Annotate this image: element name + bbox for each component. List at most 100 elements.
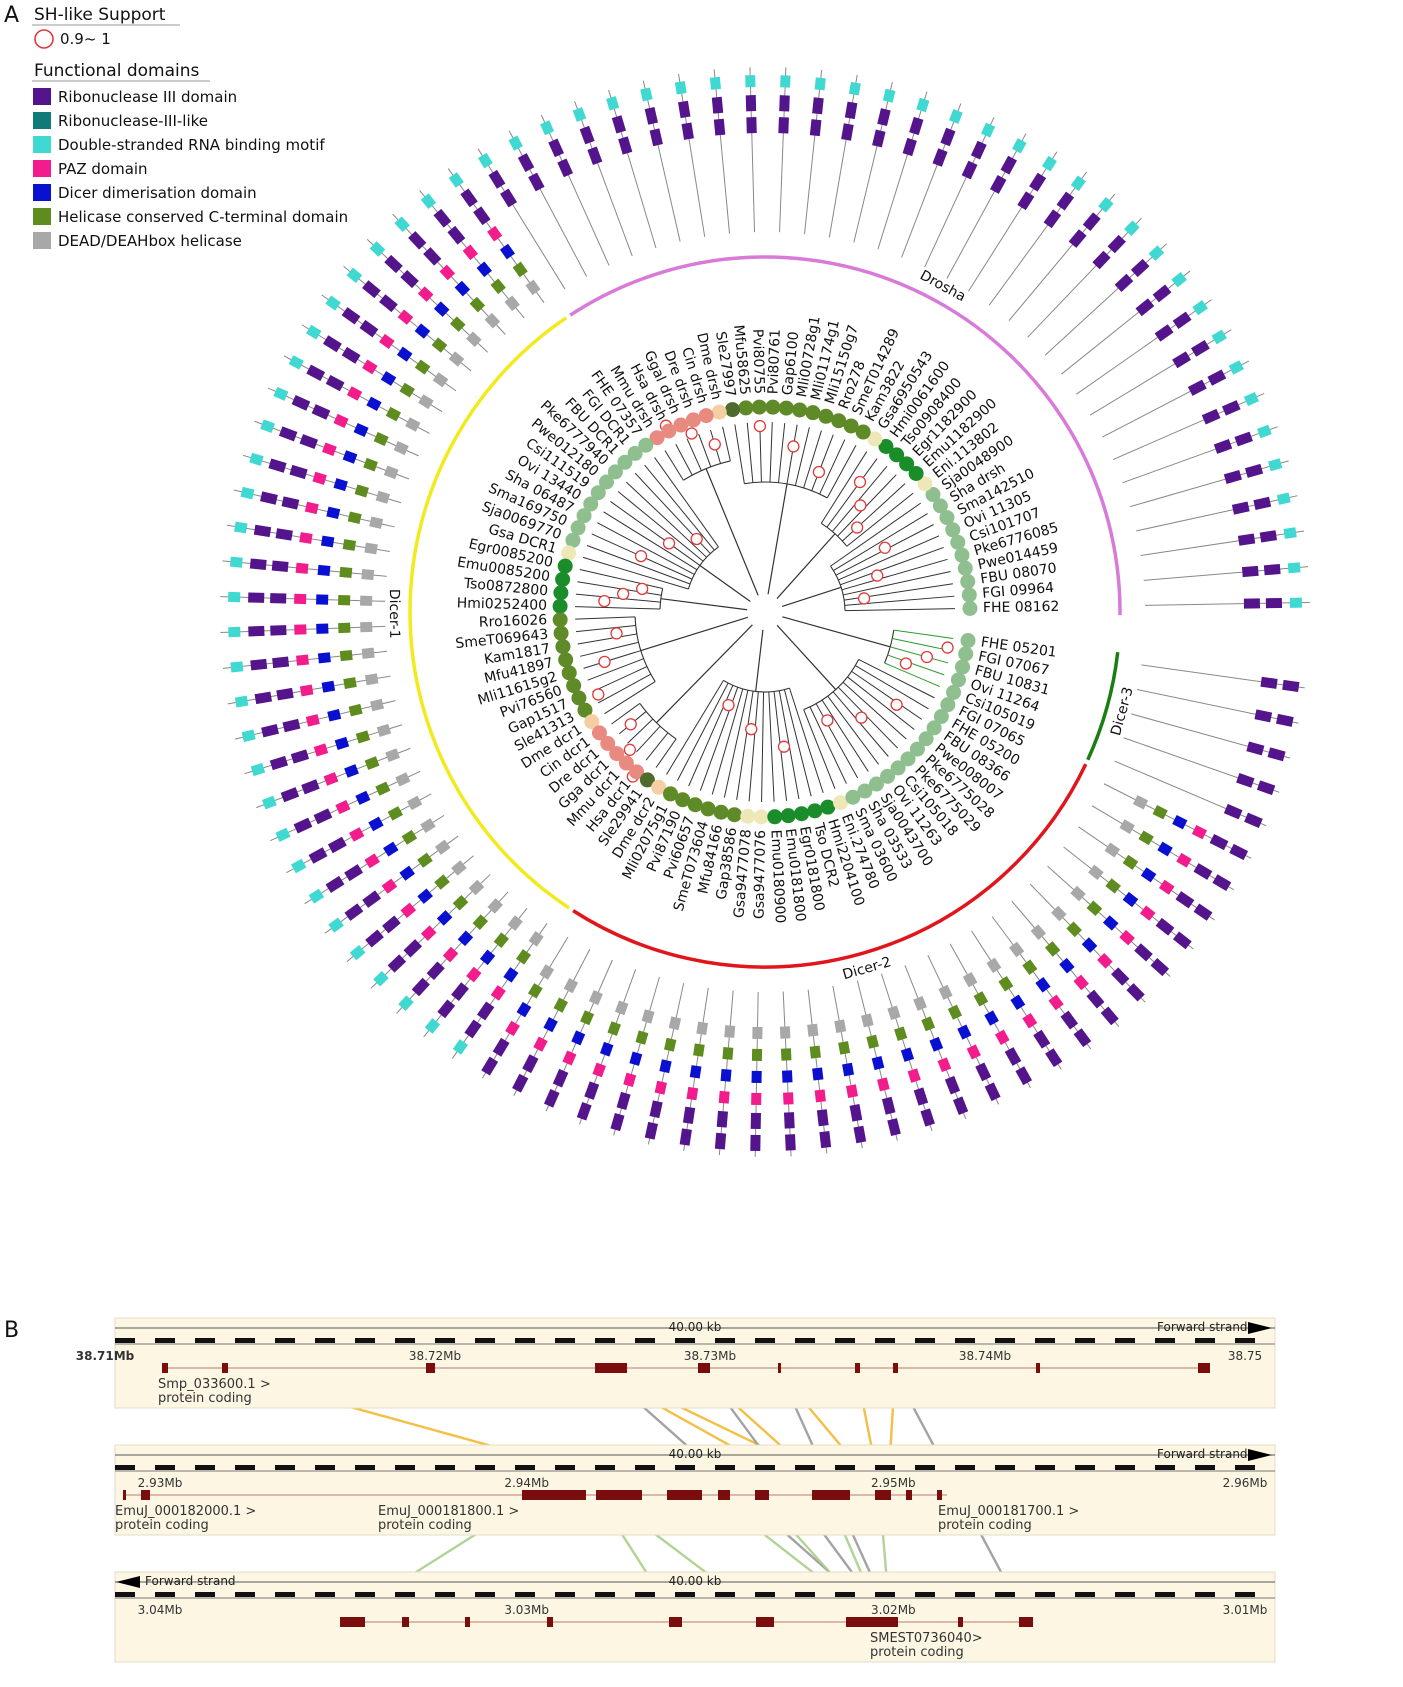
leaf-node	[700, 801, 716, 817]
leaf-label: Gsa9477076	[751, 830, 769, 919]
domain-rnase3	[291, 395, 311, 411]
domain-rnase3	[1130, 258, 1150, 278]
domain-rnase3	[1017, 191, 1035, 211]
exon	[906, 1490, 912, 1500]
domain-rnase3	[1244, 463, 1264, 478]
domain-dimer	[503, 967, 519, 983]
domain-rnase3	[1253, 496, 1272, 510]
domain-rnase3	[488, 169, 506, 189]
leaf-node	[960, 574, 976, 590]
domain-paz	[295, 562, 309, 574]
clade-label: Drosha	[917, 267, 968, 305]
domain-rnase3	[1190, 339, 1210, 357]
domain-rnase3	[306, 364, 326, 381]
domain-dsrbm	[229, 556, 243, 568]
domain-rnase3	[1241, 565, 1259, 578]
domain-rnase3	[849, 1104, 863, 1122]
support-item: 0.9~ 1	[60, 30, 111, 48]
domain-dsrbm	[709, 76, 721, 90]
exon	[596, 1490, 642, 1500]
domain-dimer	[334, 736, 350, 750]
domain-rnase3	[1282, 679, 1300, 692]
support-node-icon	[871, 569, 884, 582]
domain-paz	[505, 1020, 520, 1037]
gene-type: protein coding	[158, 1391, 252, 1406]
domain-rnase3	[1263, 563, 1281, 576]
domain-helic	[664, 1037, 677, 1052]
leaf-node	[675, 792, 691, 808]
exon	[755, 1490, 769, 1500]
domain-rnase3	[325, 374, 345, 392]
domain-rnase3	[1033, 1029, 1051, 1049]
track-strand: Forward strand	[1157, 1447, 1248, 1461]
domain-paz	[379, 333, 395, 349]
domain-dead	[466, 331, 482, 347]
domain-paz	[362, 359, 378, 375]
domain-dimer	[317, 652, 331, 664]
domain-rnase3	[1045, 1048, 1063, 1068]
domain-rnase3	[271, 560, 289, 573]
leaf-node	[889, 447, 905, 463]
domain-dsrbm	[1148, 245, 1165, 261]
exon	[1036, 1363, 1040, 1373]
legend-label-rnase3like: Ribonuclease-III-like	[58, 112, 208, 130]
track-strand: Forward strand	[1157, 1320, 1248, 1334]
domain-rnase3	[1193, 903, 1213, 921]
track-tick: 2.95Mb	[871, 1476, 916, 1490]
domain-dsrbm	[273, 386, 289, 401]
domain-helic	[355, 730, 371, 744]
leaf-node	[890, 760, 906, 776]
domain-dead	[507, 915, 523, 931]
exon	[222, 1363, 228, 1373]
leaf-label: Rro16026	[479, 612, 548, 631]
domain-rnase3	[940, 127, 956, 147]
legend-label-helic: Helicase conserved C-terminal domain	[58, 208, 348, 226]
domain-paz	[1048, 994, 1064, 1011]
domain-paz	[966, 1044, 981, 1060]
domain-dsrbm	[1228, 360, 1244, 375]
leaf-label: Gap6100	[780, 331, 803, 396]
leaf-node	[561, 665, 577, 681]
domain-dsrbm	[420, 193, 437, 210]
domain-helic	[751, 1048, 763, 1062]
domain-rnase3	[522, 1054, 539, 1074]
domain-dead	[913, 995, 927, 1011]
domain-helic	[998, 976, 1014, 992]
domain-rnase3	[1056, 191, 1075, 211]
support-node-icon	[857, 592, 871, 605]
exon	[778, 1363, 781, 1373]
domain-paz	[313, 743, 329, 757]
domain-rnase3	[344, 903, 364, 921]
leaf-node	[553, 625, 569, 641]
domain-rnase3	[610, 1113, 625, 1132]
domain-dsrbm	[1012, 138, 1027, 154]
clade-arc-dicer-2	[572, 763, 1088, 969]
domain-dimer	[1010, 994, 1026, 1011]
domain-rnase3	[517, 153, 535, 172]
legend-swatch-dead	[33, 232, 51, 249]
domain-rnase3	[1267, 747, 1286, 762]
domain-dimer	[751, 1070, 762, 1084]
leaf-node	[571, 690, 587, 706]
domain-helic	[1105, 878, 1121, 894]
domain-helic	[894, 1026, 908, 1041]
domain-helic	[354, 484, 369, 498]
domain-helic	[431, 337, 448, 353]
domain-dimer	[355, 790, 371, 805]
track-tick: 38.73Mb	[684, 1349, 736, 1363]
domain-dead	[539, 964, 555, 980]
domain-dsrbm	[674, 81, 687, 95]
domain-rnase3	[275, 528, 293, 541]
leaf-node	[738, 400, 754, 416]
domain-dimer	[457, 930, 474, 947]
domain-rnase3	[1223, 469, 1242, 484]
leaf-node	[685, 412, 701, 428]
domain-rnase3	[970, 140, 987, 160]
domain-paz	[442, 946, 459, 963]
domain-dimer	[1081, 937, 1098, 953]
domain-dimer	[414, 323, 431, 339]
domain-dsrbm	[980, 122, 996, 138]
